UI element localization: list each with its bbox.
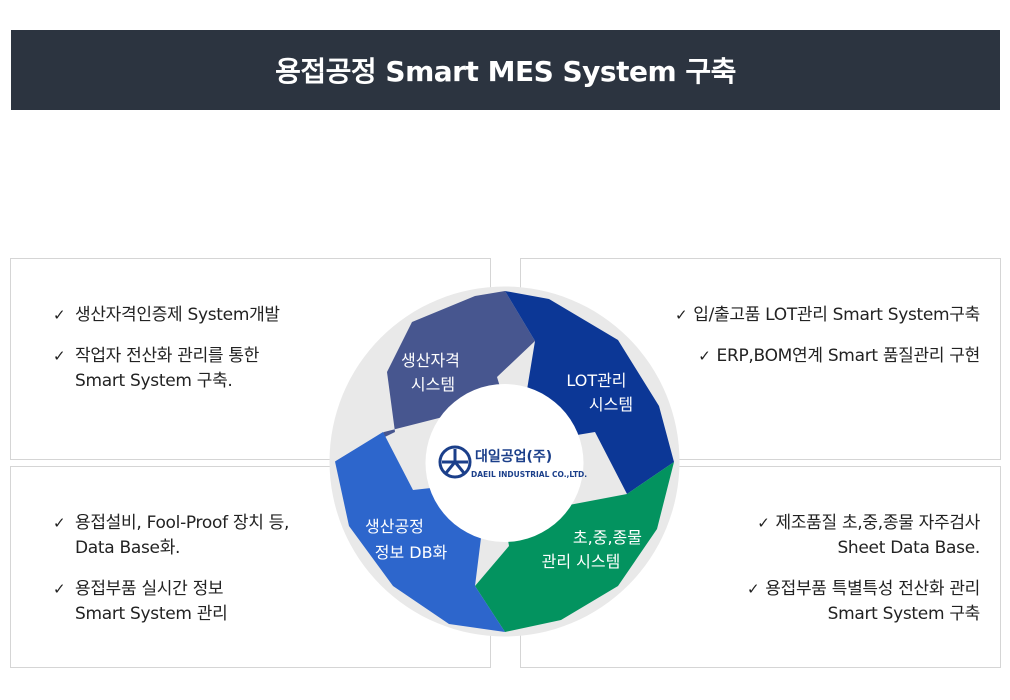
check-icon: ✓	[53, 514, 66, 532]
segment-inspection-system	[475, 462, 674, 632]
page-title: 용접공정 Smart MES System 구축	[11, 30, 1000, 110]
item-text: Sheet Data Base.	[837, 538, 980, 558]
check-icon: ✓	[53, 347, 66, 365]
item-text: 용접부품 실시간 정보	[75, 579, 224, 599]
feature-list: ✓ 생산자격인증제 System개발 ✓ 작업자 전산화 관리를 통한 Smart S…	[53, 303, 280, 410]
check-icon: ✓	[757, 514, 770, 532]
feature-list: ✓ 입/출고품 LOT관리 Smart System구축 ✓ ERP,BOM연계 S…	[675, 303, 980, 385]
segment-label: LOT관리 시스템	[566, 371, 633, 414]
list-item: ✓ 용접부품 실시간 정보 Smart System 관리	[53, 577, 289, 627]
segment-label-line: 초,중,종물	[573, 528, 642, 547]
process-cycle-diagram: 대일공업(주) DAEIL INDUSTRIAL CO.,LTD. 생산자격 시…	[329, 286, 680, 637]
center-circle	[425, 384, 584, 542]
item-text: 작업자 전산화 관리를 통한	[75, 346, 260, 366]
list-item: ✓ 제조품질 초,중,종물 자주검사 Sheet Data Base.	[747, 511, 980, 561]
logo-icon	[438, 445, 472, 479]
item-text: 용접부품 특별특성 전산화 관리	[765, 579, 980, 599]
segment-label-line: 생산공정	[365, 517, 424, 536]
segment-qualification-system	[335, 291, 535, 462]
item-text: 제조품질 초,중,종물 자주검사	[775, 513, 981, 533]
item-text: Data Base화.	[75, 538, 181, 558]
item-text: 용접설비, Fool-Proof 장치 등,	[75, 513, 290, 533]
segment-process-db	[335, 432, 505, 632]
logo-mark-icon	[442, 449, 468, 474]
segment-lot-system	[505, 291, 674, 494]
item-text: ERP,BOM연계 Smart 품질관리 구현	[716, 346, 981, 366]
list-item: ✓ 용접부품 특별특성 전산화 관리 Smart System 구축	[747, 577, 980, 627]
check-icon: ✓	[675, 306, 688, 324]
feature-list: ✓ 제조품질 초,중,종물 자주검사 Sheet Data Base. ✓ 용접부품 …	[747, 511, 980, 643]
check-icon: ✓	[698, 347, 711, 365]
feature-list: ✓ 용접설비, Fool-Proof 장치 등, Data Base화. ✓ 용접부품…	[53, 511, 289, 643]
segment-label: 초,중,종물 관리 시스템	[542, 528, 647, 571]
segment-label-line: 정보 DB화	[375, 543, 448, 562]
segment-label-line: 생산자격	[401, 351, 460, 370]
list-item: ✓ 입/출고품 LOT관리 Smart System구축	[675, 303, 980, 328]
segment-label: 생산공정 정보 DB화	[365, 517, 448, 562]
list-item: ✓ 작업자 전산화 관리를 통한 Smart System 구축.	[53, 344, 280, 394]
check-icon: ✓	[746, 580, 760, 598]
list-item: ✓ 생산자격인증제 System개발	[53, 303, 280, 328]
list-item: ✓ 용접설비, Fool-Proof 장치 등, Data Base화.	[53, 511, 289, 561]
segment-label-line: LOT관리	[566, 371, 626, 390]
check-icon: ✓	[53, 306, 66, 324]
segment-label-line: 시스템	[411, 375, 455, 394]
segment-label: 생산자격 시스템	[401, 351, 465, 394]
item-text: 입/출고품 LOT관리 Smart System구축	[693, 305, 980, 325]
list-item: ✓ ERP,BOM연계 Smart 품질관리 구현	[675, 344, 980, 369]
logo-korean-name: 대일공업(주)	[475, 449, 552, 465]
company-logo: 대일공업(주) DAEIL INDUSTRIAL CO.,LTD.	[438, 445, 587, 479]
item-text: Smart System 관리	[75, 604, 228, 624]
item-text: Smart System 구축.	[75, 371, 233, 391]
segment-label-line: 관리 시스템	[542, 552, 621, 571]
check-icon: ✓	[53, 580, 66, 598]
item-text: Smart System 구축	[827, 604, 981, 624]
item-text: 생산자격인증제 System개발	[75, 305, 280, 325]
segment-label-line: 시스템	[589, 395, 633, 414]
logo-english-name: DAEIL INDUSTRIAL CO.,LTD.	[471, 470, 587, 479]
